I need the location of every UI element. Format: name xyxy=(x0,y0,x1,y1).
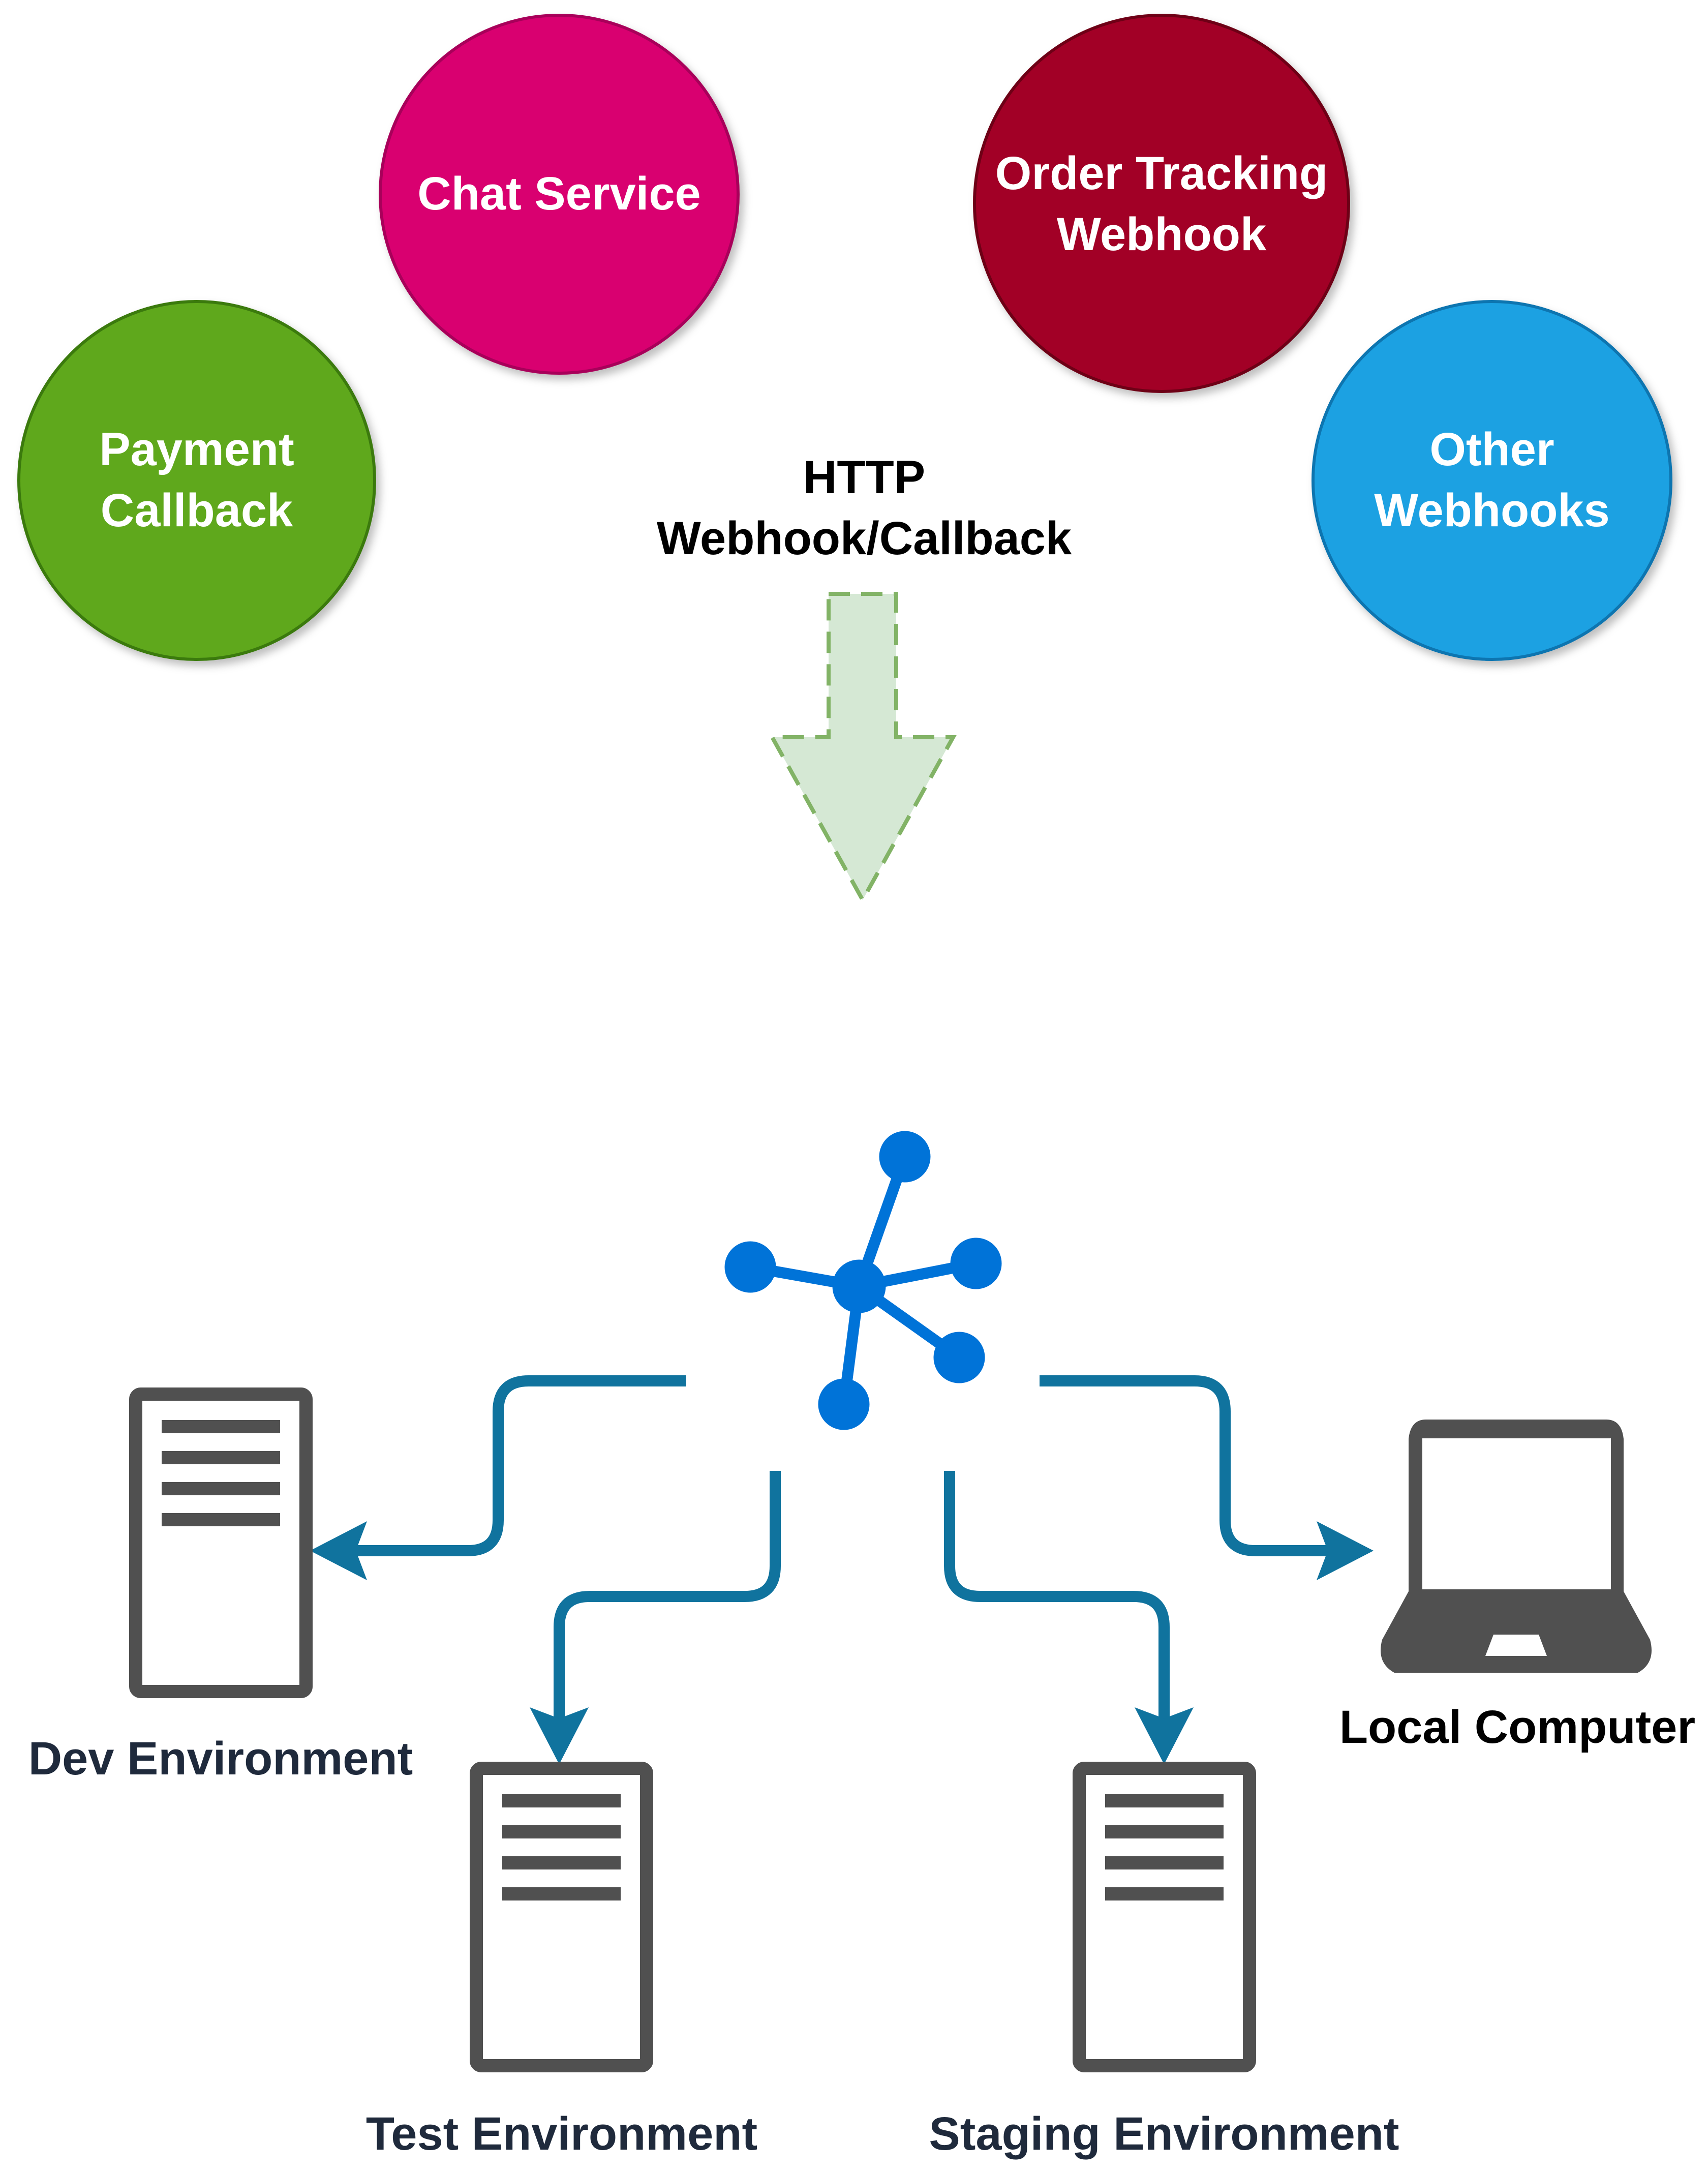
webhook-callback-label: Webhook/Callback xyxy=(657,512,1072,564)
chat-service-circle xyxy=(379,14,740,375)
order-tracking-label-line2: Webhook xyxy=(1057,208,1267,260)
arrowhead-local xyxy=(1317,1521,1374,1580)
source-order-tracking-webhook[interactable]: Order Tracking Webhook xyxy=(973,14,1350,393)
arrowhead-dev xyxy=(310,1521,367,1580)
other-webhooks-label-line2: Webhooks xyxy=(1374,485,1609,536)
arrowhead-test xyxy=(530,1707,589,1764)
connector-to-dev xyxy=(330,1375,686,1556)
local-computer-label: Local Computer xyxy=(1339,1701,1695,1753)
source-payment-callback[interactable]: Payment Callback xyxy=(17,300,376,661)
arrowhead-staging xyxy=(1135,1707,1194,1764)
other-webhooks-circle xyxy=(1312,300,1672,661)
dev-environment-label: Dev Environment xyxy=(28,1733,413,1785)
order-tracking-circle xyxy=(973,14,1350,393)
hub-network-icon xyxy=(724,1131,1002,1430)
dev-server-icon[interactable] xyxy=(129,1387,313,1698)
laptop-icon[interactable] xyxy=(1381,1420,1652,1673)
incoming-arrow xyxy=(769,592,957,904)
staging-environment-label: Staging Environment xyxy=(929,2108,1399,2160)
connector-to-test xyxy=(554,1471,781,1739)
test-environment-label: Test Environment xyxy=(366,2108,757,2160)
payment-callback-label-line2: Callback xyxy=(101,485,293,536)
connector-to-staging xyxy=(944,1471,1170,1739)
source-chat-service[interactable]: Chat Service xyxy=(379,14,740,375)
other-webhooks-label-line1: Other xyxy=(1429,424,1554,475)
test-server-icon[interactable] xyxy=(470,1762,653,2072)
order-tracking-label-line1: Order Tracking xyxy=(995,147,1328,199)
connector-to-local xyxy=(1040,1375,1342,1556)
payment-callback-circle xyxy=(17,300,376,661)
http-label: HTTP xyxy=(803,451,925,503)
staging-server-icon[interactable] xyxy=(1073,1762,1256,2072)
payment-callback-label-line1: Payment xyxy=(99,424,294,475)
chat-service-label: Chat Service xyxy=(417,168,700,220)
source-other-webhooks[interactable]: Other Webhooks xyxy=(1312,300,1672,661)
